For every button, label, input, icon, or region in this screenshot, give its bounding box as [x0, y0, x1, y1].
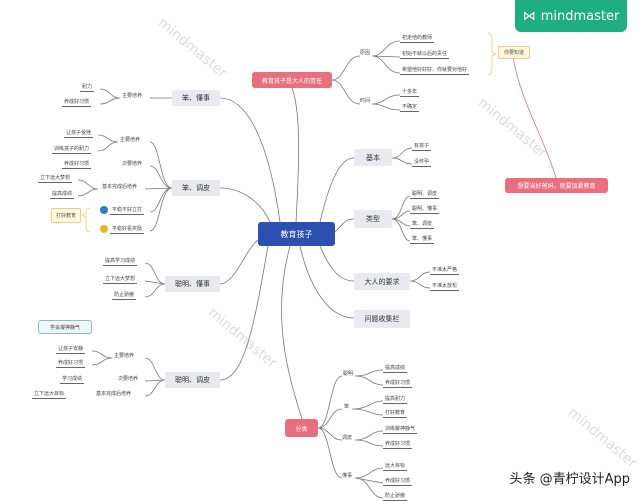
subtopic[interactable]: 次要培养 — [122, 161, 143, 167]
list-item[interactable]: 让孩子受挫 — [64, 130, 94, 138]
logo-text: mindmaster — [540, 8, 620, 24]
subtopic-time[interactable]: 时间 — [360, 98, 371, 104]
list-item[interactable]: 聪明、调皮 — [410, 191, 440, 199]
list-item[interactable]: 提高耐力 — [383, 396, 408, 404]
list-item[interactable]: 养成好习惯 — [383, 478, 413, 486]
topic-dumb-sensible[interactable]: 笨、懂事 — [172, 90, 220, 106]
callout-calm[interactable]: 学会凝神静气 — [38, 320, 92, 334]
list-item[interactable]: 笨、懂事 — [410, 236, 435, 244]
subtopic-reason[interactable]: 原因 — [360, 50, 371, 56]
list-item[interactable]: 训练孩子的耐力 — [52, 146, 92, 154]
list-item[interactable]: 训练聚神静气 — [383, 426, 418, 434]
topic-types[interactable]: 类型 — [354, 210, 392, 228]
mindmaster-logo: ⋈mindmaster — [515, 0, 627, 32]
list-item[interactable]: 不确定 — [400, 104, 420, 112]
topic-category[interactable]: 分类 — [285, 419, 318, 437]
topic-question-box[interactable]: 问题收集栏 — [354, 310, 410, 328]
topic-conclusion[interactable]: 想要当好爸妈，就要加紧教育 — [505, 178, 608, 193]
topic-basic[interactable]: 基本 — [354, 149, 392, 166]
list-item[interactable]: 养成好习惯 — [62, 161, 92, 169]
subtopic[interactable]: 基本完成后培养 — [96, 391, 132, 397]
central-topic[interactable]: 教育孩子 — [258, 222, 335, 246]
medal-icon — [100, 225, 108, 233]
list-item[interactable]: 耐力 — [80, 84, 95, 92]
subtopic[interactable]: 调皮 — [342, 435, 353, 441]
list-item[interactable]: 提高学习成绩 — [103, 258, 138, 266]
list-item[interactable]: 不准太放松 — [430, 283, 460, 291]
list-item[interactable]: 有孩子 — [412, 143, 432, 151]
topic-dumb-naughty[interactable]: 笨、调皮 — [172, 180, 220, 196]
list-item[interactable]: 远大目标 — [383, 463, 408, 471]
globe-icon — [100, 206, 108, 214]
subtopic[interactable]: 聪明 — [343, 371, 354, 377]
list-item[interactable]: 初始不就以后的责任 — [400, 51, 450, 59]
list-item[interactable]: 不准太严格 — [430, 267, 460, 275]
list-item[interactable]: 十多年 — [400, 89, 420, 97]
topic-smart-sensible[interactable]: 聪明、懂事 — [165, 276, 220, 292]
subtopic[interactable]: 主要培养 — [114, 353, 135, 359]
subtopic[interactable]: 主要培养 — [122, 93, 143, 99]
note-good-education[interactable]: 打好教育 — [51, 208, 81, 223]
list-item[interactable]: 防止骄傲 — [383, 493, 408, 501]
list-item[interactable]: 防止骄傲 — [112, 292, 137, 300]
topic-adult-requirements[interactable]: 大人的要求 — [354, 273, 410, 290]
footer-watermark: 头条 @青柠设计App — [509, 472, 630, 487]
list-item[interactable]: 打好教育 — [383, 410, 408, 418]
list-item[interactable]: 平稳好看奖励 — [110, 226, 145, 234]
subtopic[interactable]: 主要培养 — [120, 137, 141, 143]
list-item[interactable]: 笨、调皮 — [410, 221, 435, 229]
note-you-should-know[interactable]: 你要知道 — [498, 46, 530, 59]
subtopic[interactable]: 次要培养 — [118, 376, 139, 382]
list-item[interactable]: 立下远大梦想 — [38, 175, 73, 183]
list-item[interactable]: 学习成绩 — [60, 376, 85, 384]
list-item[interactable]: 提高成绩 — [50, 191, 75, 199]
list-item[interactable]: 立下远大目标 — [32, 391, 67, 399]
list-item[interactable]: 养成好习惯 — [56, 360, 86, 368]
subtopic[interactable]: 笨 — [344, 404, 350, 410]
logo-icon: ⋈ — [522, 8, 536, 24]
list-item[interactable]: 养成好习惯 — [383, 441, 413, 449]
topic-smart-naughty[interactable]: 聪明、调皮 — [165, 372, 220, 388]
subtopic[interactable]: 懂事 — [342, 473, 353, 479]
list-item[interactable]: 提高成绩 — [383, 365, 408, 373]
list-item[interactable]: 让孩子安静 — [56, 346, 86, 354]
list-item[interactable]: 平稳不好立打 — [110, 207, 145, 215]
list-item[interactable]: 养成好习惯 — [62, 99, 92, 107]
list-item[interactable]: 初走他的教师 — [400, 35, 435, 43]
topic-responsibility[interactable]: 教育孩子是大人的责任 — [252, 72, 332, 88]
list-item[interactable]: 没怀孕 — [412, 159, 432, 167]
list-item[interactable]: 聪明、懂事 — [410, 206, 440, 214]
subtopic[interactable]: 基本完成后培养 — [102, 184, 138, 190]
list-item[interactable]: 希望他好好好，你就要对他好 — [400, 67, 470, 75]
list-item[interactable]: 养成好习惯 — [383, 380, 413, 388]
list-item[interactable]: 立下远大梦想 — [103, 276, 138, 284]
